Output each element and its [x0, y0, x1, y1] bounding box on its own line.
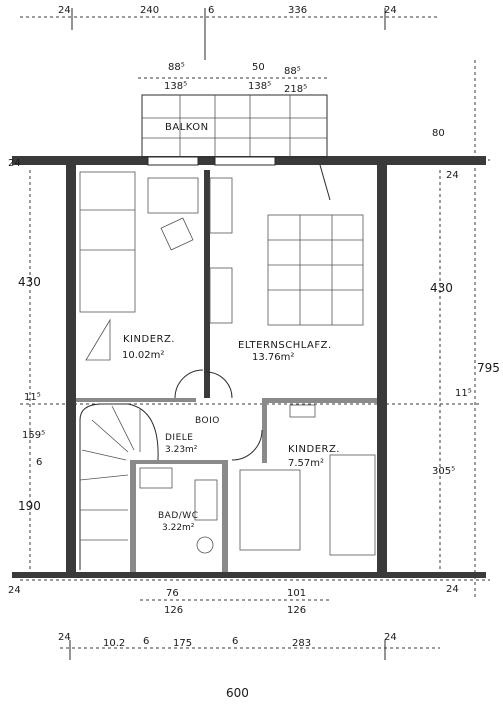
room-name-elternschlafzimmer: ELTERNSCHLAFZ. [238, 340, 332, 351]
dim-top-24-left: 24 [58, 5, 71, 16]
dim-bottom-24-left: 24 [58, 632, 71, 643]
dim-left-159-5: 159⁵ [22, 430, 45, 441]
dim-top-88-5-a: 88⁵ [168, 62, 185, 73]
dim-right-24-bottom: 24 [446, 584, 459, 595]
dim-top-6: 6 [208, 5, 214, 16]
dim-top-88-5-b: 88⁵ [284, 66, 301, 77]
room-name-kinderzimmer-2: KINDERZ. [288, 444, 340, 455]
spiral-staircase [79, 403, 159, 570]
room-area-elternschlafzimmer: 13.76m² [252, 352, 294, 363]
dim-bottom-283: 283 [292, 638, 311, 649]
dim-right-80: 80 [432, 128, 445, 139]
dimensions-left: 24 430 11⁵ 159⁵ 6 190 24 [8, 158, 45, 596]
room-area-bad-wc: 3.22m² [162, 523, 195, 533]
dim-left-11-5: 11⁵ [24, 392, 41, 403]
dim-top-240: 240 [140, 5, 159, 16]
doors [174, 164, 331, 461]
dim-top-24-right: 24 [384, 5, 397, 16]
dim-left-430: 430 [18, 275, 41, 289]
dim-left-24-top: 24 [8, 158, 21, 169]
room-name-diele: DIELE [165, 433, 193, 443]
dim-top-336: 336 [288, 5, 307, 16]
room-name-kinderzimmer-1: KINDERZ. [123, 334, 175, 345]
windows [147, 156, 276, 166]
dimensions-top: 24 240 6 336 24 88⁵ 138⁵ 50 138⁵ 88⁵ 218… [58, 5, 397, 95]
dim-bottom-6-b: 6 [232, 636, 238, 647]
dimensions-right: 80 24 430 795 11⁵ 305⁵ 24 [430, 128, 500, 595]
room-area-kinderzimmer-2: 7.57m² [288, 458, 324, 469]
dim-right-24-top: 24 [446, 170, 459, 181]
dim-top-138-5-b: 138⁵ [248, 81, 271, 92]
dim-bottom-126-a: 126 [164, 605, 183, 616]
walls [12, 156, 486, 578]
dim-right-11-5: 11⁵ [455, 388, 472, 399]
dim-top-138-5-a: 138⁵ [164, 81, 187, 92]
dim-right-795: 795 [477, 361, 500, 375]
room-area-kinderzimmer-1: 10.02m² [122, 350, 164, 361]
dim-left-6: 6 [36, 457, 42, 468]
dim-left-190: 190 [18, 499, 41, 513]
dim-bottom-101: 101 [287, 588, 306, 599]
room-labels: BALKON KINDERZ. 10.02m² ELTERNSCHLAFZ. 1… [122, 122, 340, 533]
dim-top-50: 50 [252, 62, 265, 73]
room-area-diele: 3.23m² [165, 445, 198, 455]
dimension-lines [20, 8, 490, 660]
dimensions-bottom: 76 126 101 126 24 10.2 6 175 6 283 24 60… [58, 588, 397, 700]
boiler-label: BOIO [195, 416, 220, 426]
dim-bottom-10-2: 10.2 [103, 638, 125, 649]
dim-bottom-24-right: 24 [384, 632, 397, 643]
room-name-balkon: BALKON [165, 122, 209, 133]
dim-bottom-175: 175 [173, 638, 192, 649]
dim-bottom-126-b: 126 [287, 605, 306, 616]
dim-right-305-5: 305⁵ [432, 466, 455, 477]
dim-bottom-600: 600 [226, 686, 249, 700]
dim-right-430: 430 [430, 281, 453, 295]
room-name-bad-wc: BAD/WC [158, 511, 198, 521]
furniture [79, 171, 376, 556]
dim-top-218-5: 218⁵ [284, 84, 307, 95]
dim-bottom-76: 76 [166, 588, 179, 599]
dim-bottom-6-a: 6 [143, 636, 149, 647]
dim-left-24-bottom: 24 [8, 585, 21, 596]
